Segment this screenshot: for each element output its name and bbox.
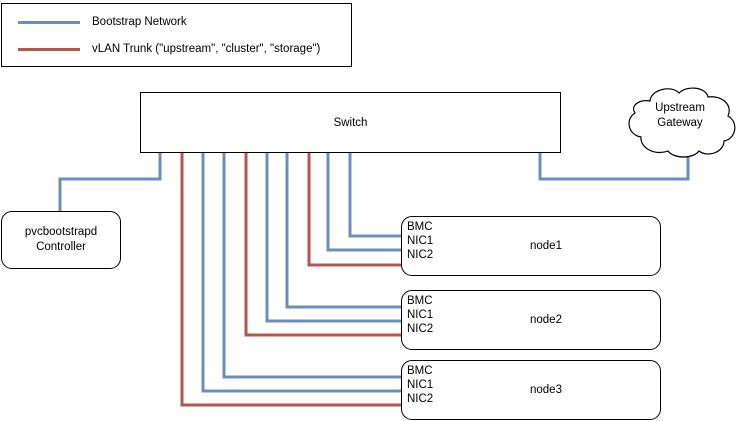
- gateway-node-label: Upstream Gateway: [632, 101, 728, 131]
- node1-port-list: BMC NIC1 NIC2: [407, 220, 433, 262]
- node1-port-nic1: NIC1: [407, 235, 434, 247]
- controller-label-line2: Controller: [36, 241, 86, 253]
- switch-node: Switch: [140, 92, 561, 153]
- node3-title: node3: [530, 384, 562, 396]
- wire-switch-to-node3-nic1: [201, 153, 401, 393]
- legend-item-bootstrap-network: Bootstrap Network: [2, 10, 351, 34]
- switch-label: Switch: [333, 116, 368, 129]
- wire-switch-to-node1-nic2: [307, 153, 401, 267]
- legend-swatch-bootstrap-network: [18, 20, 80, 24]
- gateway-label-line1: Upstream: [655, 102, 705, 114]
- controller-node: pvcbootstrapd Controller: [1, 211, 121, 269]
- node-box-node3: BMC NIC1 NIC2 node3: [401, 360, 661, 420]
- node-box-node1: BMC NIC1 NIC2 node1: [401, 216, 661, 276]
- wire-switch-to-gateway: [538, 153, 690, 181]
- node1-port-nic2: NIC2: [407, 249, 434, 261]
- node3-port-bmc: BMC: [407, 365, 433, 377]
- node1-title: node1: [530, 240, 562, 252]
- cloud-shape: [628, 87, 736, 158]
- node3-port-nic2: NIC2: [407, 393, 434, 405]
- legend: Bootstrap Network vLAN Trunk ("upstream"…: [1, 3, 352, 67]
- wire-switch-to-node1-nic1: [326, 153, 401, 252]
- legend-item-vlan-trunk: vLAN Trunk ("upstream", "cluster", "stor…: [2, 37, 351, 61]
- node-box-node2: BMC NIC1 NIC2 node2: [401, 290, 661, 350]
- wire-switch-to-node3-bmc: [222, 153, 401, 379]
- node3-port-nic1: NIC1: [407, 379, 434, 391]
- controller-label-line1: pvcbootstrapd: [24, 226, 98, 238]
- wire-switch-to-controller: [58, 153, 162, 211]
- node2-port-nic1: NIC1: [407, 309, 434, 321]
- node1-port-bmc: BMC: [407, 221, 433, 233]
- wire-switch-to-node2-nic2: [244, 153, 401, 337]
- node2-port-list: BMC NIC1 NIC2: [407, 294, 433, 336]
- gateway-label-line2: Gateway: [657, 117, 703, 129]
- wire-switch-to-node3-nic2: [180, 153, 401, 407]
- wire-switch-to-node1-bmc: [348, 153, 401, 238]
- legend-swatch-vlan-trunk: [18, 47, 80, 51]
- node2-title: node2: [530, 314, 562, 326]
- legend-label-vlan-trunk: vLAN Trunk ("upstream", "cluster", "stor…: [92, 43, 321, 55]
- wire-switch-to-node2-nic1: [265, 153, 401, 323]
- node3-port-list: BMC NIC1 NIC2: [407, 364, 433, 406]
- legend-label-bootstrap-network: Bootstrap Network: [92, 16, 187, 28]
- node2-port-nic2: NIC2: [407, 323, 434, 335]
- node2-port-bmc: BMC: [407, 295, 433, 307]
- wire-switch-to-node2-bmc: [285, 153, 401, 309]
